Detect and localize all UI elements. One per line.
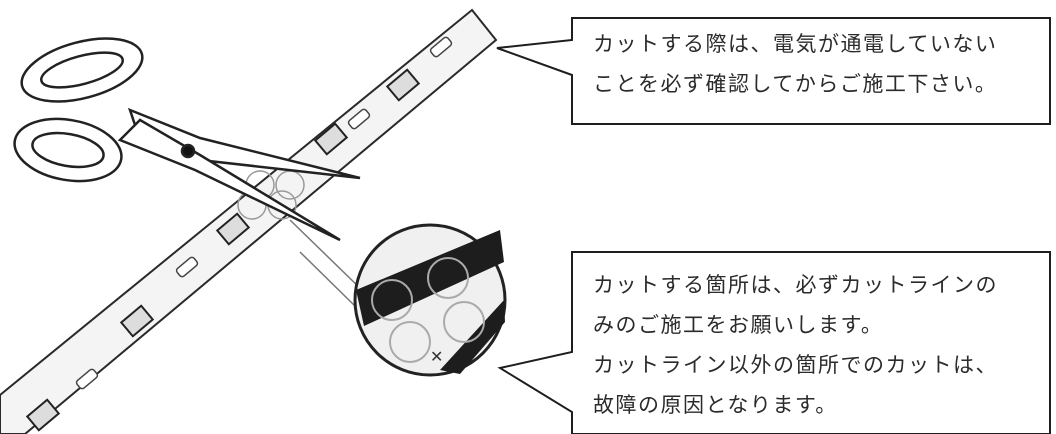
callout-1-text: カットする際は、電気が通電していない ことを必ず確認してからご施工下さい。 — [593, 24, 997, 104]
scissors-icon — [13, 37, 361, 242]
callout-1-line: ことを必ず確認してからご施工下さい。 — [593, 72, 998, 96]
callout-1-box — [496, 17, 1051, 125]
callout-2-line: 故障の原因となります。 — [593, 393, 838, 417]
magnifier-circle: ✕ — [289, 219, 507, 377]
callout-2-box — [497, 251, 1051, 434]
callout-2-line: カットライン以外の箇所でのカットは、 — [593, 353, 998, 377]
callout-2-line: カットする箇所は、必ずカットラインの — [593, 273, 998, 297]
callout-2-text: カットする箇所は、必ずカットラインの みのご施工をお願いします。 カットライン以… — [593, 265, 998, 425]
callout-2-line: みのご施工をお願いします。 — [593, 313, 884, 337]
callout-1-line: カットする際は、電気が通電していない — [593, 32, 998, 56]
svg-text:✕: ✕ — [430, 347, 443, 366]
